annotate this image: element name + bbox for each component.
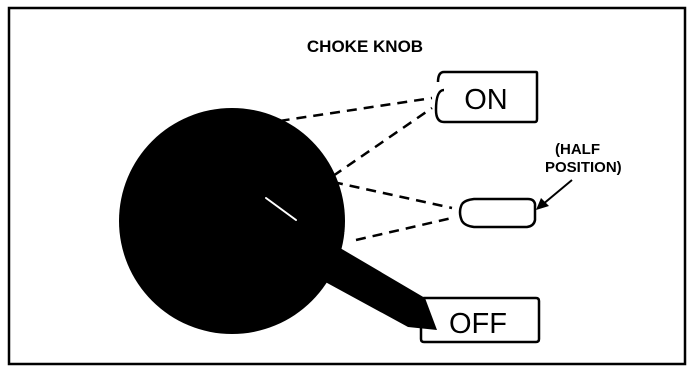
half-position-annotation: (HALF POSITION) — [536, 141, 622, 210]
half-annotation-line2: POSITION) — [545, 159, 622, 176]
half-annotation-arrow-head — [536, 198, 549, 210]
on-guide-lines — [245, 96, 433, 178]
on-box — [434, 70, 539, 124]
on-position: ON — [434, 70, 539, 124]
on-label: ON — [464, 84, 508, 116]
diagram-title: CHOKE KNOB — [307, 37, 423, 56]
knob-highlight — [265, 197, 297, 221]
knob-body — [119, 108, 345, 334]
diagram-frame — [7, 6, 687, 366]
off-box — [419, 296, 541, 344]
off-position: OFF — [419, 296, 541, 344]
half-guide-lines — [332, 180, 453, 242]
choke-knob — [119, 108, 437, 334]
half-annotation-line1: (HALF — [555, 141, 600, 158]
off-label: OFF — [449, 308, 507, 340]
half-box — [458, 197, 537, 229]
half-annotation-arrow-shaft — [541, 179, 573, 206]
knob-pointer-edge — [344, 231, 353, 253]
half-position — [458, 197, 537, 229]
